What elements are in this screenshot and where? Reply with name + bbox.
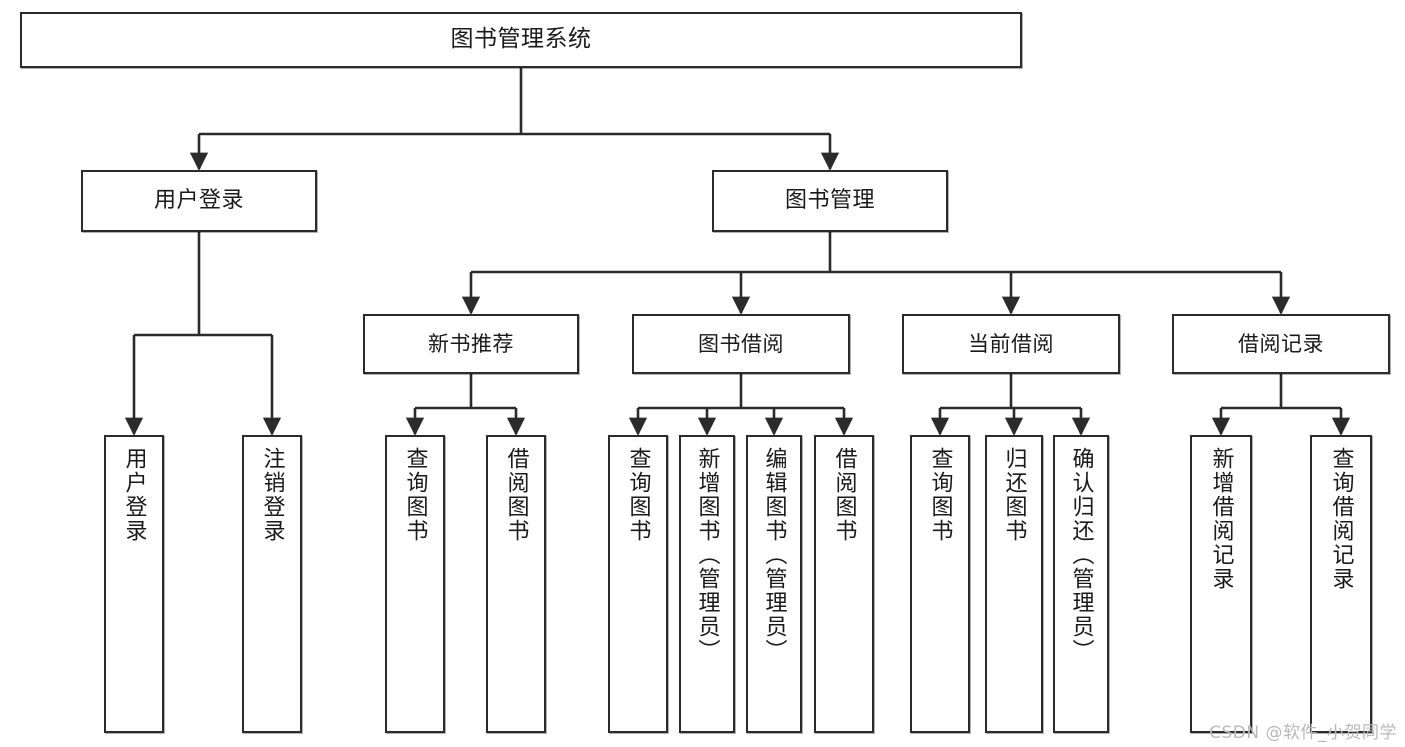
node-root-system[interactable]: 图书管理系统 (20, 12, 1022, 68)
node-leaf-add-book-admin-label: 新增图书（管理员） (694, 447, 720, 663)
node-leaf-add-borrow-record[interactable]: 新增借阅记录 (1190, 435, 1252, 733)
node-book-manage[interactable]: 图书管理 (712, 170, 948, 232)
node-leaf-query-book-rec-label: 查询图书 (402, 447, 428, 543)
node-leaf-query-book-current-label: 查询图书 (927, 447, 953, 543)
node-leaf-query-book-rec[interactable]: 查询图书 (385, 435, 445, 733)
node-leaf-return-book-label: 归还图书 (1001, 447, 1027, 543)
node-leaf-query-borrow-record-label: 查询借阅记录 (1328, 447, 1354, 591)
node-leaf-confirm-return-admin[interactable]: 确认归还（管理员） (1053, 435, 1109, 733)
node-book-borrow[interactable]: 图书借阅 (632, 314, 850, 374)
node-leaf-borrow-book-rec[interactable]: 借阅图书 (486, 435, 546, 733)
node-new-book-recommend-label: 新书推荐 (428, 331, 514, 356)
node-leaf-borrow-book-label: 借阅图书 (831, 447, 857, 543)
node-leaf-query-book-borrow[interactable]: 查询图书 (608, 435, 668, 733)
node-leaf-user-login-label: 用户登录 (121, 447, 147, 543)
node-leaf-query-book-current[interactable]: 查询图书 (910, 435, 970, 733)
node-leaf-edit-book-admin[interactable]: 编辑图书（管理员） (746, 435, 802, 733)
node-book-borrow-label: 图书借阅 (698, 331, 784, 356)
node-user-login[interactable]: 用户登录 (81, 170, 317, 232)
node-leaf-query-book-borrow-label: 查询图书 (625, 447, 651, 543)
node-leaf-return-book[interactable]: 归还图书 (985, 435, 1043, 733)
node-leaf-logout[interactable]: 注销登录 (242, 435, 302, 733)
node-leaf-borrow-book[interactable]: 借阅图书 (814, 435, 874, 733)
node-current-borrow[interactable]: 当前借阅 (902, 314, 1120, 374)
node-current-borrow-label: 当前借阅 (968, 331, 1054, 356)
node-leaf-edit-book-admin-label: 编辑图书（管理员） (761, 447, 787, 663)
node-leaf-logout-label: 注销登录 (259, 447, 285, 543)
node-leaf-user-login[interactable]: 用户登录 (104, 435, 164, 733)
node-leaf-borrow-book-rec-label: 借阅图书 (503, 447, 529, 543)
node-user-login-label: 用户登录 (153, 188, 244, 214)
node-leaf-confirm-return-admin-label: 确认归还（管理员） (1068, 447, 1094, 663)
node-book-manage-label: 图书管理 (784, 188, 875, 214)
node-borrow-record-label: 借阅记录 (1238, 331, 1324, 356)
node-leaf-add-borrow-record-label: 新增借阅记录 (1208, 447, 1234, 591)
node-borrow-record[interactable]: 借阅记录 (1172, 314, 1390, 374)
node-new-book-recommend[interactable]: 新书推荐 (363, 314, 579, 374)
node-root-system-label: 图书管理系统 (450, 26, 592, 53)
watermark-label: CSDN @软件_小贺同学 (1209, 723, 1397, 743)
node-leaf-add-book-admin[interactable]: 新增图书（管理员） (679, 435, 735, 733)
node-leaf-query-borrow-record[interactable]: 查询借阅记录 (1310, 435, 1372, 733)
